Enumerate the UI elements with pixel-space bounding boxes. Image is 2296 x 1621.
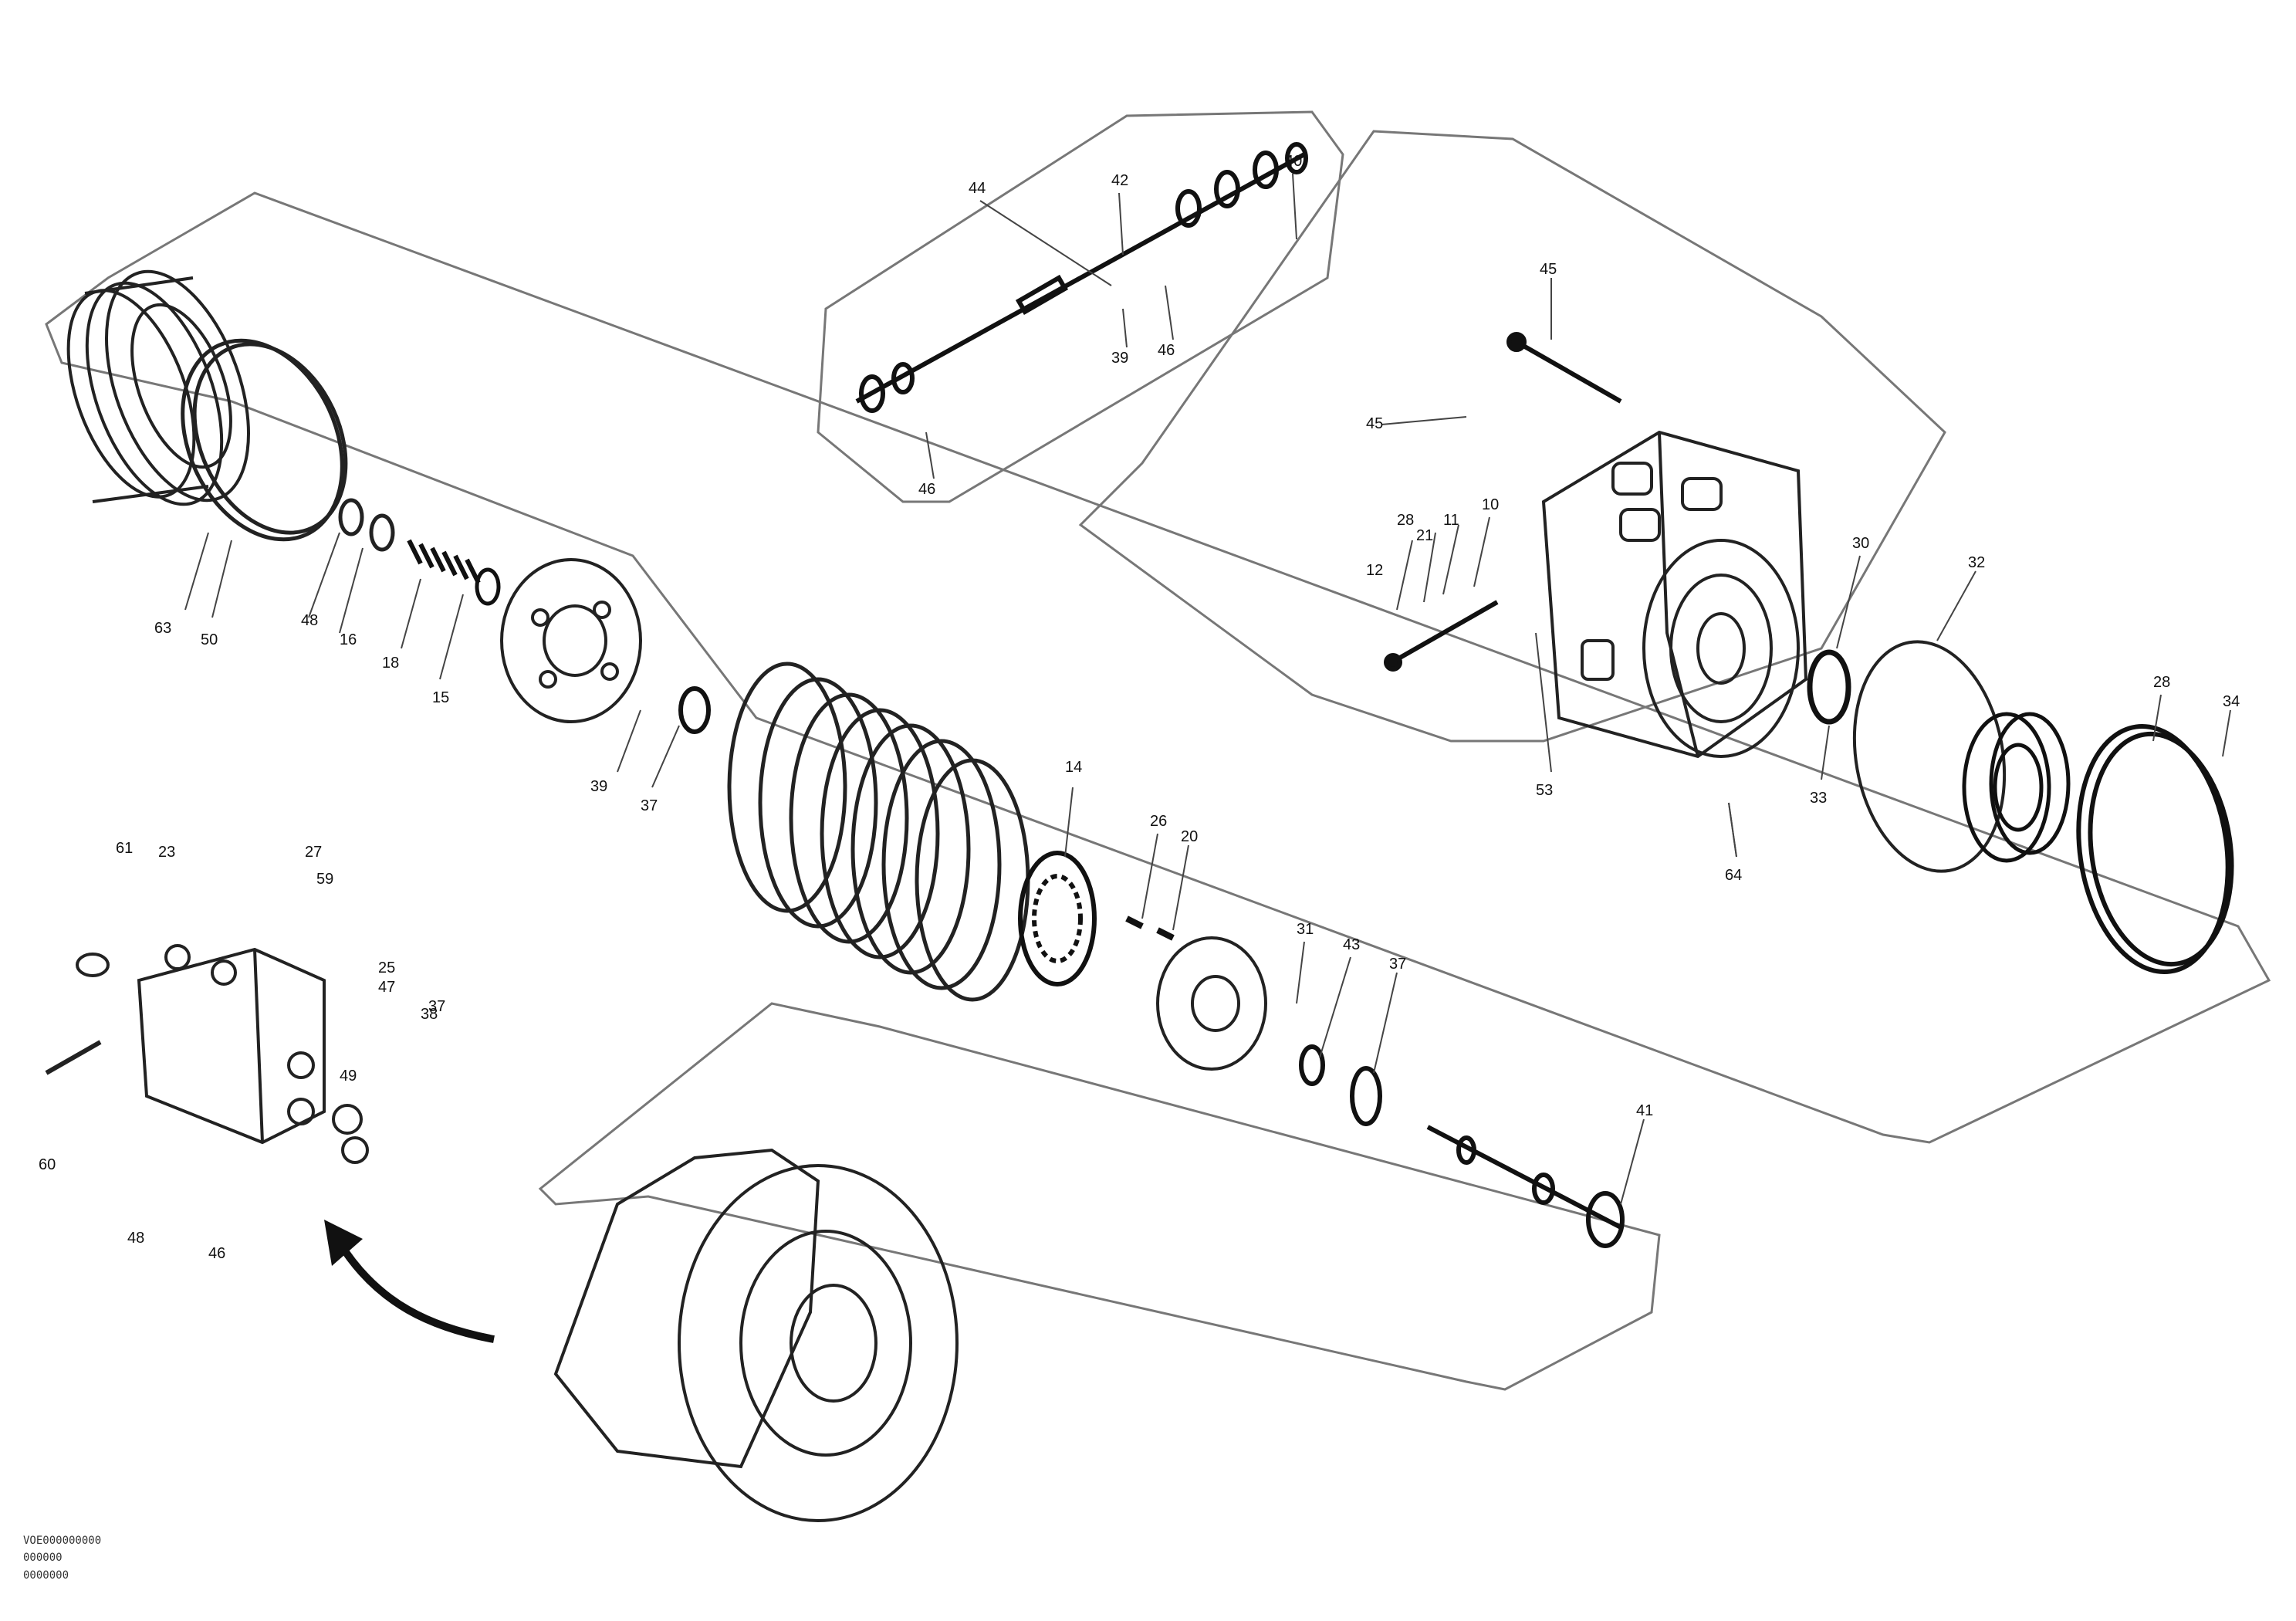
leader-lines	[184, 173, 2231, 1205]
large-o-ring-left	[181, 338, 348, 542]
callout-19: 33	[1810, 790, 1827, 807]
motor-assembly-outline	[1078, 130, 1946, 743]
callout-26: 37	[1389, 956, 1406, 973]
callout-41: 60	[39, 1156, 56, 1173]
callout-15: 30	[1852, 535, 1869, 552]
reference-arrow	[336, 1240, 495, 1343]
drawing-stamp: VOE000000000 000000 0000000	[23, 1532, 101, 1584]
bearing-plate	[1156, 936, 1267, 1071]
motor-pin	[1384, 600, 1499, 672]
motor-bolt	[1506, 332, 1622, 404]
callout-6: 15	[432, 689, 449, 706]
callout-30: 40	[1285, 153, 1302, 170]
small-rings-left	[338, 498, 395, 552]
small-ring-center	[678, 686, 711, 734]
small-pins	[1125, 915, 1175, 941]
main-assembly-outline	[45, 191, 2271, 1144]
callout-31: 39	[1111, 350, 1128, 367]
motor-seal-ring	[1807, 649, 1851, 725]
callout-21: 14	[1065, 759, 1082, 776]
bearing-right	[1962, 712, 2071, 863]
seal-rings-right	[1299, 1044, 1382, 1126]
stamp-line-2: 000000	[23, 1552, 63, 1565]
callout-45: 49	[340, 1068, 357, 1085]
callout-8: 37	[641, 797, 658, 814]
callout-23: 20	[1181, 828, 1198, 845]
callout-32: 46	[1158, 342, 1175, 359]
callout-47: 37	[428, 998, 445, 1015]
callout-27: 41	[1636, 1102, 1653, 1119]
callout-7: 39	[590, 778, 607, 795]
stamp-line-1: VOE000000000	[23, 1535, 102, 1547]
brake-disc-stack	[727, 662, 1030, 1002]
output-shaft	[1426, 1125, 1625, 1248]
callout-18: 34	[2223, 693, 2240, 710]
valve-subassembly-outline	[817, 110, 1344, 503]
callout-40: 38	[421, 1006, 438, 1023]
callout-14: 53	[1536, 782, 1553, 799]
callout-29: 42	[1111, 172, 1128, 189]
callout-37: 23	[158, 844, 175, 861]
callout-4: 16	[340, 631, 357, 648]
callout-17: 28	[2153, 674, 2170, 691]
callout-25: 43	[1343, 936, 1360, 953]
large-o-ring-right	[1852, 640, 2007, 873]
callout-22: 26	[1150, 813, 1167, 830]
callout-12: 10	[1482, 496, 1499, 513]
callout-38: 27	[305, 844, 322, 861]
callout-28: 44	[969, 180, 986, 197]
arrow-head-icon	[324, 1220, 363, 1266]
housing-subassembly-outline	[538, 1002, 1661, 1391]
callout-10: 21	[1416, 527, 1433, 544]
callout-39: 25	[378, 959, 395, 976]
motor-body	[1541, 430, 1808, 759]
callout-3: 48	[301, 612, 318, 629]
callout-11: 11	[1443, 512, 1459, 529]
reduction-housing	[553, 1148, 959, 1522]
sun-gear	[1018, 851, 1097, 986]
callout-9: 28	[1397, 512, 1414, 529]
callout-16: 32	[1968, 554, 1985, 571]
valve-block	[45, 944, 369, 1164]
callout-44: 47	[378, 979, 395, 996]
callout-46: 59	[316, 871, 333, 888]
callout-labels: 63 50 48 16 18 15 39 37 28 21 11 10 12 5…	[39, 153, 2240, 1262]
callout-5: 18	[382, 655, 399, 672]
callout-2: 50	[201, 631, 218, 648]
callout-42: 48	[127, 1230, 144, 1247]
callout-1: 63	[154, 620, 171, 637]
callout-36: 61	[116, 840, 133, 857]
callout-35: 45	[1540, 261, 1557, 278]
valve-spool	[855, 142, 1308, 413]
group-outlines	[45, 110, 2271, 1391]
callout-13: 12	[1366, 562, 1383, 579]
callout-34: 45	[1366, 415, 1383, 432]
hub-drum	[66, 269, 250, 506]
callout-20: 64	[1725, 867, 1742, 884]
spring-left	[407, 539, 501, 606]
carrier-plate	[500, 558, 642, 723]
large-ring-right	[2076, 724, 2234, 974]
callout-24: 31	[1297, 921, 1314, 938]
callout-33: 46	[918, 481, 935, 498]
callout-43: 46	[208, 1245, 225, 1262]
stamp-line-3: 0000000	[23, 1569, 69, 1582]
